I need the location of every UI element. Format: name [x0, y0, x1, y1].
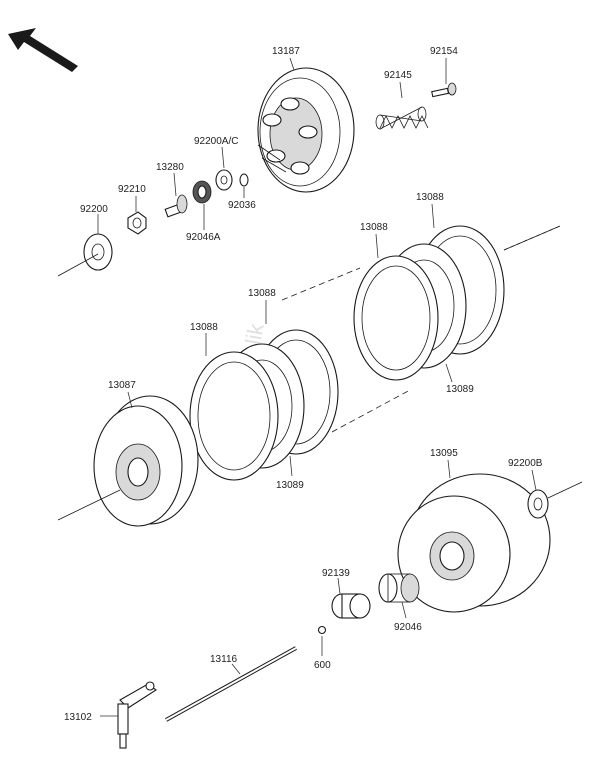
release-lever-13102[interactable]	[117, 681, 157, 749]
front-direction-arrow-icon	[8, 28, 78, 72]
clutch-spring-92145[interactable]	[375, 106, 429, 130]
part-label-92046: 92046	[394, 622, 422, 633]
friction-plate-13088-fourth[interactable]	[189, 351, 279, 481]
part-label-13089-top: 13089	[446, 384, 474, 395]
part-labels: 13187 92154 92145 92200A/C 13280 92210 9…	[64, 46, 543, 723]
bolt-92154[interactable]	[431, 82, 457, 98]
part-label-13088-third: 13088	[248, 288, 276, 299]
part-label-92154: 92154	[430, 46, 458, 57]
part-label-92200: 92200	[80, 204, 108, 215]
part-label-13102: 13102	[64, 712, 92, 723]
part-label-92046a: 92046A	[186, 232, 221, 243]
part-label-92036: 92036	[228, 200, 256, 211]
part-label-13116: 13116	[210, 654, 238, 665]
washer-92200b[interactable]	[527, 489, 549, 519]
nut-92210[interactable]	[127, 211, 147, 235]
part-label-13088-fourth: 13088	[190, 322, 218, 333]
part-label-92200ac: 92200A/C	[194, 136, 238, 147]
part-label-13187: 13187	[272, 46, 300, 57]
part-label-600: 600	[314, 660, 331, 671]
leader-lines	[97, 57, 537, 717]
pusher-13280[interactable]	[164, 194, 188, 218]
part-label-13087: 13087	[108, 380, 136, 391]
part-label-13088-second: 13088	[360, 222, 388, 233]
part-label-13280: 13280	[156, 162, 184, 173]
needle-bearing-92046[interactable]	[378, 573, 420, 603]
part-label-92139: 92139	[322, 568, 350, 579]
clutch-housing-13095[interactable]	[397, 473, 551, 613]
clutch-hub-13087[interactable]	[93, 395, 199, 527]
part-label-13089-bottom: 13089	[276, 480, 304, 491]
push-rod-13116[interactable]	[165, 646, 297, 722]
part-label-92210: 92210	[118, 184, 146, 195]
circlip-92036[interactable]	[239, 173, 249, 187]
washer-92200[interactable]	[83, 233, 113, 271]
part-label-92200b: 92200B	[508, 458, 543, 469]
bearing-92046a[interactable]	[192, 180, 212, 204]
ball-600[interactable]	[317, 625, 327, 635]
collar-92139[interactable]	[331, 593, 371, 619]
part-label-13095: 13095	[430, 448, 458, 459]
pressure-plate-13187[interactable]	[257, 67, 355, 193]
washer-92200ac[interactable]	[215, 169, 233, 191]
part-label-13088-top: 13088	[416, 192, 444, 203]
friction-plate-13088-second[interactable]	[353, 255, 439, 381]
part-label-92145: 92145	[384, 70, 412, 81]
